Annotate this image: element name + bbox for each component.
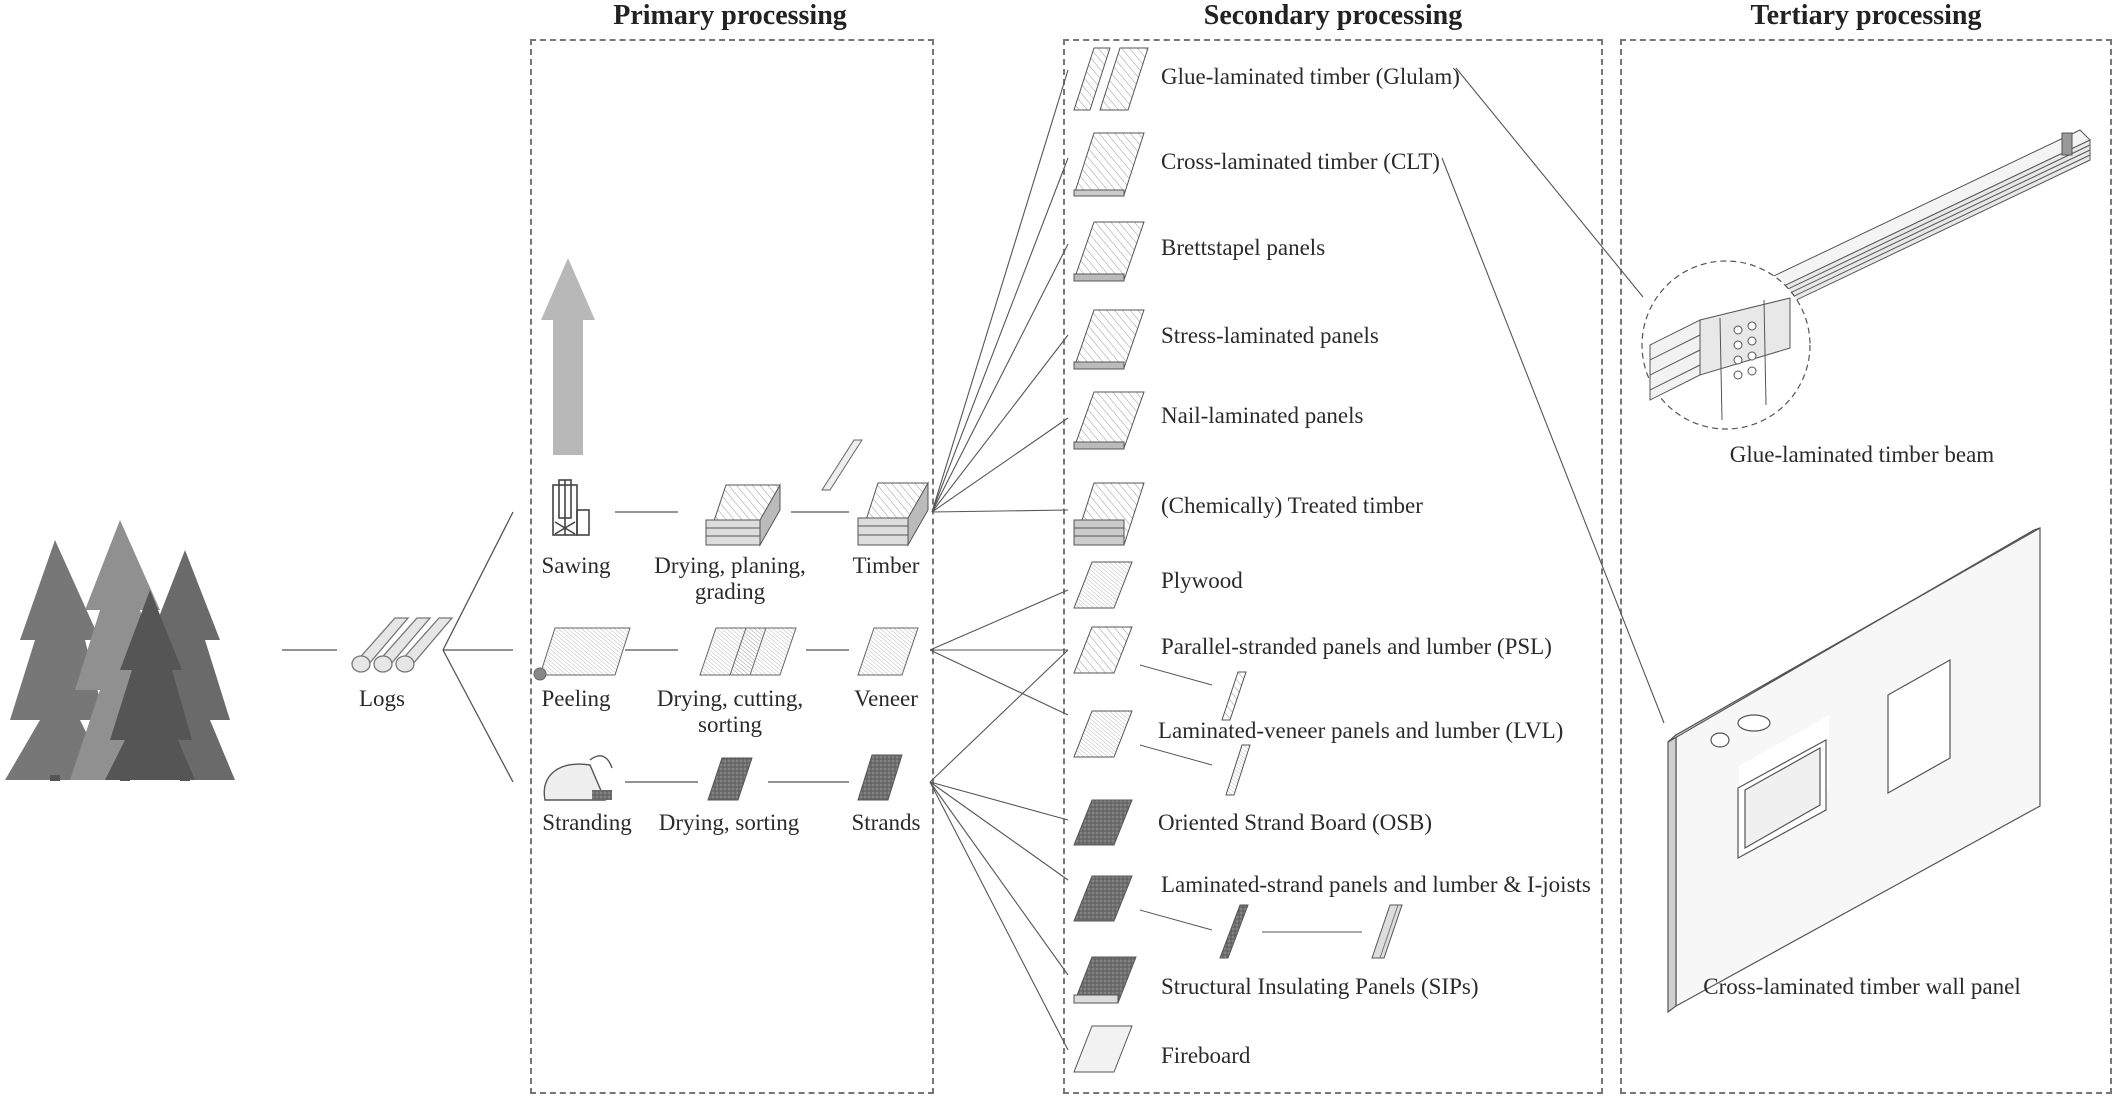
tertiary-processing-box xyxy=(1620,39,2112,1094)
timber-stack-icon xyxy=(857,481,929,547)
forest-icon xyxy=(5,520,235,781)
waste-label: ≈ 50% Waste xyxy=(532,214,552,310)
timber-label: Timber xyxy=(852,553,920,578)
product-brettstapel: Brettstapel panels xyxy=(1161,235,1326,260)
strands-pile-icon xyxy=(707,757,753,801)
stranding-icon xyxy=(543,755,613,801)
product-glulam: Glue-laminated timber (Glulam) xyxy=(1161,64,1460,89)
peeling-icon xyxy=(533,627,631,681)
product-clt: Cross-laminated timber (CLT) xyxy=(1161,149,1440,174)
waste-arrow xyxy=(541,258,595,455)
product-sips: Structural Insulating Panels (SIPs) xyxy=(1161,974,1479,999)
peeling-label: Peeling xyxy=(541,686,611,711)
strands-label: Strands xyxy=(851,810,921,835)
product-lsl-ijoists: Laminated-strand panels and lumber & I-j… xyxy=(1161,872,1591,897)
logs-icon xyxy=(351,617,454,673)
veneer-label: Veneer xyxy=(854,686,918,711)
drying-cutting-label-line1: Drying, cutting, xyxy=(656,686,804,711)
veneer-icon xyxy=(857,627,919,676)
strands-icon xyxy=(857,754,903,801)
product-lvl: Laminated-veneer panels and lumber (LVL) xyxy=(1158,718,1564,743)
logs-label: Logs xyxy=(359,686,405,711)
product-nail-laminated: Nail-laminated panels xyxy=(1161,403,1364,428)
beam-connection-detail-icon xyxy=(1641,260,1811,430)
stranding-label: Stranding xyxy=(542,810,632,835)
clt-wall-panel-icon xyxy=(1667,526,2041,1014)
product-fireboard: Fireboard xyxy=(1161,1043,1251,1068)
clt-wall-panel-label: Cross-laminated timber wall panel xyxy=(1703,974,2021,999)
secondary-processing-header: Secondary processing xyxy=(1203,0,1463,31)
drying-cutting-label-line2: sorting xyxy=(698,712,762,737)
product-stress-laminated: Stress-laminated panels xyxy=(1161,323,1379,348)
primary-processing-box xyxy=(530,39,934,1094)
sawing-label: Sawing xyxy=(541,553,611,578)
product-psl: Parallel-stranded panels and lumber (PSL… xyxy=(1161,634,1552,659)
lumber-stack-icon xyxy=(705,483,781,547)
product-plywood: Plywood xyxy=(1161,568,1243,593)
glulam-beam-label: Glue-laminated timber beam xyxy=(1729,442,1995,467)
primary-processing-header: Primary processing xyxy=(613,0,847,31)
sawing-icon xyxy=(552,479,590,536)
tertiary-processing-header: Tertiary processing xyxy=(1750,0,1982,31)
product-osb: Oriented Strand Board (OSB) xyxy=(1158,810,1433,835)
drying-sorting-label: Drying, sorting xyxy=(658,810,800,835)
drying-planing-label-line1: Drying, planing, xyxy=(654,553,806,578)
drying-planing-label-line2: grading xyxy=(694,579,766,604)
product-treated-timber: (Chemically) Treated timber xyxy=(1161,493,1423,518)
veneer-sheets-icon xyxy=(699,627,797,676)
